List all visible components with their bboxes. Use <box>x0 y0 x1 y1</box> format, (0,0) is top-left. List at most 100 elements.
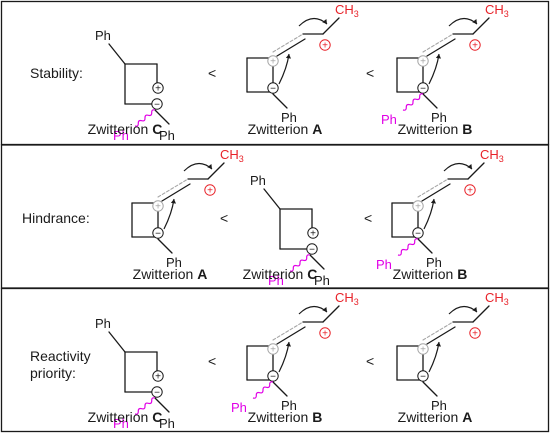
less-than-sign: < <box>366 65 374 81</box>
bond-ph-bottom <box>154 397 170 413</box>
gray-plus-charge: + <box>155 202 161 213</box>
wavy-bond <box>402 93 424 111</box>
ch3-label: CH3 <box>485 2 509 19</box>
zwitterion-caption: Zwitterion C <box>88 121 163 137</box>
red-plus-charge: + <box>322 41 328 52</box>
red-plus-charge: + <box>472 41 478 52</box>
red-plus-charge: + <box>322 329 328 340</box>
minus-charge-circle <box>412 227 424 239</box>
minus-charge: − <box>270 372 276 383</box>
gray-plus-charge: + <box>420 57 426 68</box>
caption-text: Zwitterion <box>88 409 153 425</box>
ph-bottom: Ph <box>281 110 297 125</box>
zwitterion-caption: Zwitterion A <box>248 121 323 137</box>
curved-arrow-bottom <box>428 53 440 85</box>
gray-plus-charge: + <box>270 345 276 356</box>
less-than-sign: < <box>208 65 216 81</box>
caption-letter: B <box>462 121 472 137</box>
less-than-sign: < <box>208 353 216 369</box>
caption-text: Zwitterion <box>133 266 198 282</box>
methyl-bond <box>322 305 340 323</box>
caption-text: Zwitterion <box>248 121 313 137</box>
allyl-bond <box>161 183 191 202</box>
allyl-bond-dashed <box>272 321 304 341</box>
zwitterion-caption: Zwitterion C <box>88 409 163 425</box>
bond-ph-top <box>263 188 281 210</box>
gray-plus-charge-circle <box>267 55 279 67</box>
caption-letter: A <box>312 121 322 137</box>
minus-charge-circle <box>152 227 164 239</box>
gray-plus-charge: + <box>415 202 421 213</box>
ph-wavy: Ph <box>113 128 129 143</box>
ph-wavy: Ph <box>268 273 284 288</box>
zwitterion-caption: Zwitterion B <box>393 266 468 282</box>
ph-bottom: Ph <box>281 398 297 413</box>
bond-ph-bottom <box>272 381 288 397</box>
bond-ph-top <box>108 331 126 353</box>
ch3-subscript: 3 <box>504 9 509 19</box>
arrowhead-bottom <box>435 54 441 59</box>
ch3-main: CH <box>335 2 354 17</box>
minus-charge: − <box>155 229 161 240</box>
caption-text: Zwitterion <box>243 266 308 282</box>
minus-charge-circle <box>267 370 279 382</box>
bond-ph-top <box>108 43 126 65</box>
ch3-subscript: 3 <box>239 154 244 164</box>
minus-charge: − <box>154 100 160 111</box>
red-plus-charge-circle <box>204 184 216 196</box>
caption-letter: B <box>312 409 322 425</box>
minus-charge: − <box>420 84 426 95</box>
gray-plus-charge-circle <box>417 55 429 67</box>
methyl-bond <box>472 17 490 35</box>
arrowhead-top <box>467 164 472 169</box>
red-plus-charge-circle <box>464 184 476 196</box>
arrowhead-top <box>322 307 327 312</box>
row-label: Stability: <box>30 65 83 81</box>
minus-charge-circle <box>151 386 163 398</box>
caption-text: Zwitterion <box>248 409 313 425</box>
red-plus-charge-circle <box>469 39 481 51</box>
ch3-subscript: 3 <box>354 9 359 19</box>
caption-text: Zwitterion <box>88 121 153 137</box>
minus-charge-circle <box>267 82 279 94</box>
ph-top: Ph <box>250 173 266 188</box>
curved-arrow-bottom <box>278 341 290 373</box>
zwitterion-caption: Zwitterion A <box>398 409 473 425</box>
less-than-sign: < <box>220 210 228 226</box>
ch3-label: CH3 <box>220 147 244 164</box>
row-label: Hindrance: <box>22 210 90 226</box>
methyl-bond <box>472 305 490 323</box>
allyl-bond-dashed <box>157 178 189 198</box>
curved-arrow-bottom <box>423 198 435 230</box>
caption-letter: C <box>307 266 317 282</box>
arrowhead-bottom <box>435 342 441 347</box>
methyl-bond <box>322 17 340 35</box>
caption-text: Zwitterion <box>398 409 463 425</box>
ph-bottom: Ph <box>159 416 175 431</box>
plus-charge-circle <box>152 370 164 382</box>
red-plus-charge-circle <box>319 327 331 339</box>
ph-bottom: Ph <box>159 128 175 143</box>
red-plus-charge: + <box>467 186 473 197</box>
plus-charge: + <box>310 229 316 240</box>
allyl-bond-dashed <box>422 321 454 341</box>
ch3-label: CH3 <box>335 2 359 19</box>
allyl-bond <box>426 38 456 57</box>
bond-ph-bottom <box>154 109 170 125</box>
ph-top: Ph <box>95 316 111 331</box>
arrowhead-top <box>472 307 477 312</box>
ch3-subscript: 3 <box>354 297 359 307</box>
plus-charge: + <box>155 372 161 383</box>
ph-wavy: Ph <box>113 416 129 431</box>
bond-ph-bottom <box>417 238 433 254</box>
ch3-main: CH <box>335 290 354 305</box>
plus-charge-circle <box>152 82 164 94</box>
less-than-sign: < <box>364 210 372 226</box>
ch3-main: CH <box>480 147 499 162</box>
